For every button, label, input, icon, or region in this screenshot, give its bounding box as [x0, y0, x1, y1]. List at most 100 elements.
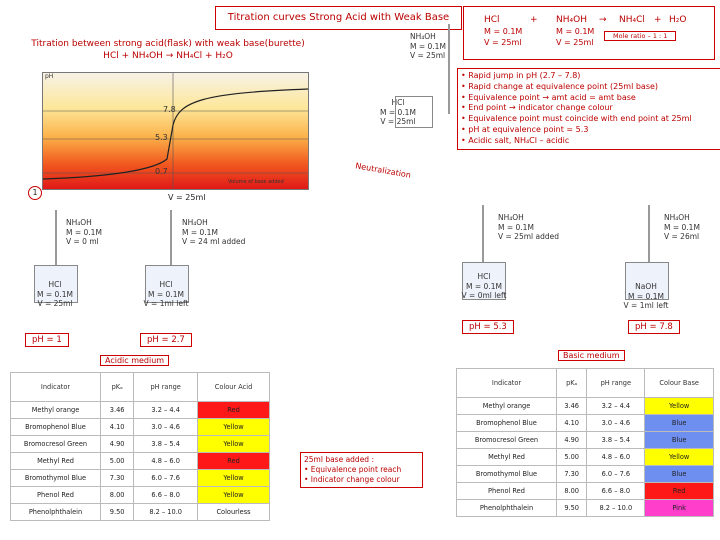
key-points: • Rapid jump in pH (2.7 – 7.8) • Rapid c…	[457, 68, 720, 150]
stage2-b3: V = 24 ml added	[182, 237, 246, 246]
stage4-burette	[648, 205, 650, 270]
stage2-flask-label: HCl M = 0.1M V = 1ml left	[143, 280, 189, 309]
graph-ph-axis: pH	[45, 73, 54, 80]
cell-range: 8.2 – 10.0	[586, 499, 646, 517]
stage4-f3: V = 1ml left	[623, 301, 669, 310]
top-stand	[448, 24, 450, 114]
subtitle-line1: Titration between strong acid(flask) wit…	[31, 39, 305, 49]
top-burette-line3: V = 25ml	[410, 51, 446, 60]
cell-colour: Yellow	[644, 397, 714, 415]
cell-name: Bromocresol Green	[10, 435, 101, 453]
cell-pka: 5.00	[99, 452, 135, 470]
cell-name: Bromocresol Green	[456, 431, 557, 449]
eq-nh4oh-v: V = 25ml	[556, 38, 594, 47]
top-flask-line1: HCl	[391, 98, 405, 107]
stage3-burette	[482, 205, 484, 270]
cell-pka: 4.10	[99, 418, 135, 436]
acid-table-header-row: Indicator pKₐ pH range Colour Acid	[10, 372, 270, 402]
cell-pka: 3.46	[99, 401, 135, 419]
graph-axis-hint: Volume of base added	[228, 179, 284, 185]
cell-pka: 7.30	[99, 469, 135, 487]
bullet-6: • pH at equivalence point = 5.3	[461, 124, 589, 134]
cell-name: Methyl orange	[456, 397, 557, 415]
bullet-2: • Rapid change at equivalence point (25m…	[461, 81, 659, 91]
stage2-f3: V = 1ml left	[143, 299, 189, 308]
cell-colour: Yellow	[197, 435, 270, 453]
titration-curve	[43, 73, 308, 189]
cell-name: Bromophenol Blue	[456, 414, 557, 432]
cell-colour: Red	[197, 452, 270, 470]
stage4-f2: M = 0.1M	[628, 291, 664, 301]
base-th-indicator: Indicator	[456, 368, 557, 398]
stage4-flask	[625, 262, 669, 300]
cell-pka: 4.10	[555, 414, 588, 432]
volume-label: V = 25ml	[168, 193, 206, 202]
top-flask-line3: V = 25ml	[380, 117, 416, 126]
cell-name: Bromothymol Blue	[456, 465, 557, 483]
neutralization-label: Neutralization	[354, 161, 412, 180]
top-burette-line1: NH₄OH	[410, 32, 436, 41]
middle-note-line2: • Equivalence point reach	[304, 465, 402, 474]
eq-plus1: +	[530, 15, 538, 25]
base-th-pka: pKₐ	[555, 368, 588, 398]
stage4-b3: V = 26ml	[664, 232, 700, 241]
cell-range: 3.2 – 4.4	[133, 401, 199, 419]
bullet-7: • Acidic salt, NH₄Cl – acidic	[461, 135, 570, 145]
stage2-flask	[145, 265, 189, 303]
bullet-5: • Equivalence point must coincide with e…	[461, 114, 692, 124]
cell-pka: 9.50	[555, 499, 588, 517]
cell-range: 3.8 – 5.4	[586, 431, 646, 449]
cell-range: 4.8 – 6.0	[133, 452, 199, 470]
bullet-4: • End point → indicator change colour	[461, 103, 613, 113]
subtitle: Titration between strong acid(flask) wit…	[8, 38, 328, 62]
cell-range: 6.6 – 8.0	[586, 482, 646, 500]
ph-1-label: pH = 1	[25, 333, 69, 347]
graph-label-53: 5.3	[155, 133, 168, 142]
eq-hcl-v: V = 25ml	[484, 38, 522, 47]
bullet-3: • Equivalence point → amt acid = amt bas…	[461, 92, 636, 102]
top-burette-label: NH₄OH M = 0.1M V = 25ml	[410, 32, 446, 61]
cell-name: Methyl Red	[456, 448, 557, 466]
stage4-f1: NaOH	[635, 282, 657, 291]
stage4-burette-label: NH₄OH M = 0.1M V = 26ml	[664, 213, 700, 242]
graph-label-07: 0.7	[155, 167, 168, 176]
base-th-range: pH range	[586, 368, 646, 398]
eq-plus2: +	[654, 15, 662, 25]
ph-27-label: pH = 2.7	[140, 333, 192, 347]
cell-colour: Red	[197, 401, 270, 419]
stage3-b3: V = 25ml added	[498, 232, 559, 241]
cell-pka: 7.30	[555, 465, 588, 483]
stage3-flask-label: HCl M = 0.1M V = 0ml left	[460, 272, 508, 301]
acid-th-range: pH range	[133, 372, 199, 402]
cell-range: 3.2 – 4.4	[586, 397, 646, 415]
stage1-burette	[55, 210, 57, 270]
ph-53-label: pH = 5.3	[462, 320, 514, 334]
stage3-burette-label: NH₄OH M = 0.1M V = 25ml added	[498, 213, 559, 242]
cell-pka: 9.50	[99, 503, 135, 521]
cell-colour: Blue	[644, 414, 714, 432]
stage2-burette-label: NH₄OH M = 0.1M V = 24 ml added	[182, 218, 245, 247]
stage1-b3: V = 0 ml	[66, 237, 99, 246]
stage2-burette	[170, 210, 172, 270]
base-table-header-row: Indicator pKₐ pH range Colour Base	[456, 368, 714, 398]
top-flask-label: HCl M = 0.1M V = 25ml	[380, 98, 416, 127]
cell-name: Bromothymol Blue	[10, 469, 101, 487]
acidic-medium-label: Acidic medium	[100, 355, 170, 366]
stage3-b1: NH₄OH	[498, 213, 524, 222]
cell-range: 6.0 – 7.6	[586, 465, 646, 483]
page-title: Titration curves Strong Acid with Weak B…	[215, 6, 462, 30]
eq-arrow: →	[599, 15, 607, 25]
cell-colour: Yellow	[197, 418, 270, 436]
eq-hcl-m: M = 0.1M	[484, 27, 523, 36]
base-th-colour: Colour Base	[644, 368, 714, 398]
cell-pka: 4.90	[555, 431, 588, 449]
cell-colour: Blue	[644, 465, 714, 483]
